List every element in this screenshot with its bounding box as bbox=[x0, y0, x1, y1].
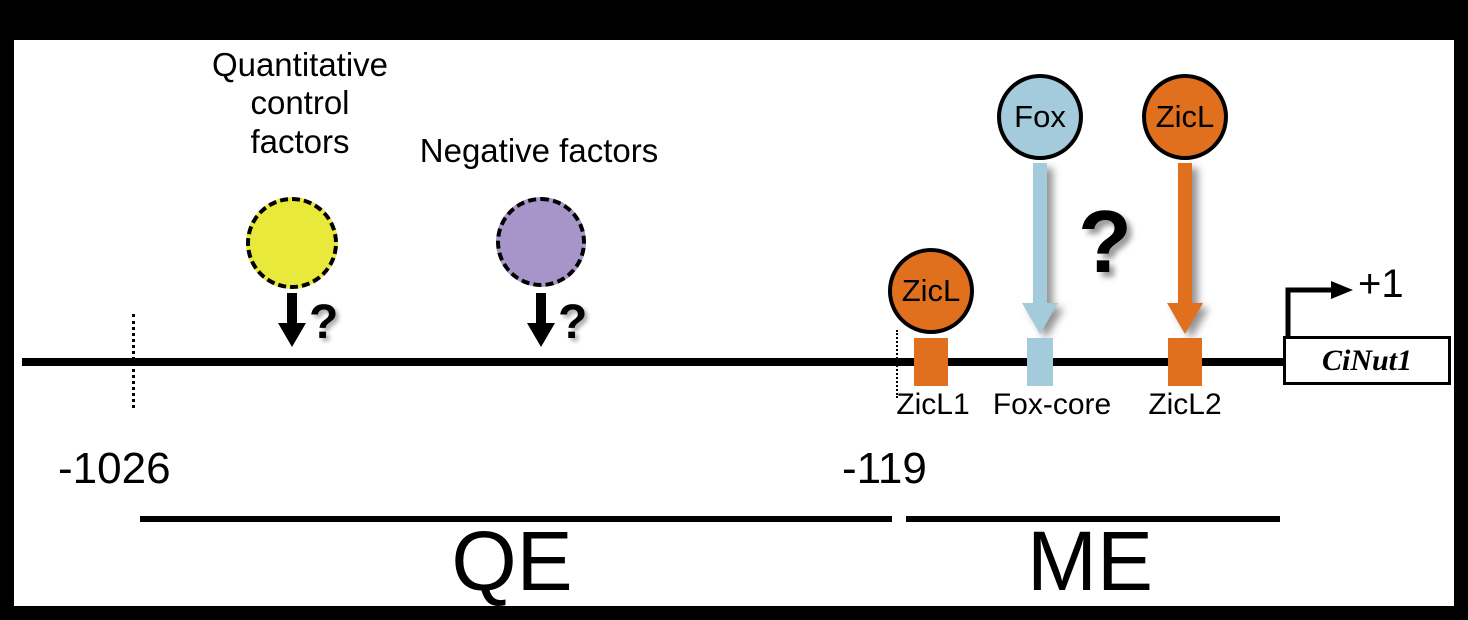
qe-region-label: QE bbox=[451, 514, 573, 608]
zicl-circle-lower-label: ZicL bbox=[901, 273, 961, 308]
zicl-circle-lower: ZicL bbox=[888, 248, 974, 334]
negative-question-mark: ? bbox=[558, 296, 588, 349]
coordinate-minus-1026: -1026 bbox=[58, 444, 171, 493]
fox-circle: Fox bbox=[997, 74, 1083, 160]
quantitative-factors-label-line1: Quantitative bbox=[211, 46, 389, 83]
quantitative-down-arrow-icon bbox=[278, 293, 306, 347]
coordinate-minus-119: -119 bbox=[842, 444, 927, 493]
zicl1-site-box bbox=[914, 338, 948, 386]
tss-plus1-label: +1 bbox=[1358, 262, 1404, 306]
me-region-label: ME bbox=[1027, 514, 1153, 608]
negative-factor-circle bbox=[496, 197, 586, 287]
quantitative-factors-label-line2: control bbox=[250, 84, 350, 122]
zicl-binding-arrow-icon bbox=[1167, 163, 1203, 334]
zicl-circle-upper: ZicL bbox=[1142, 74, 1228, 160]
zicl2-site-label: ZicL2 bbox=[1148, 388, 1222, 421]
transcription-start-arrow-icon bbox=[1285, 281, 1353, 342]
fox-binding-arrow-icon bbox=[1022, 163, 1058, 334]
fox-core-site-box bbox=[1027, 338, 1053, 386]
zicl1-site-label: ZicL1 bbox=[896, 388, 970, 421]
negative-factors-label: Negative factors bbox=[419, 132, 659, 169]
qe-region-line bbox=[140, 516, 892, 522]
quantitative-factors-label: Quantitative control factors bbox=[175, 46, 425, 161]
negative-down-arrow-icon bbox=[527, 293, 555, 347]
gene-box: CiNut1 bbox=[1283, 336, 1451, 385]
quantitative-factor-circle bbox=[246, 197, 338, 289]
promoter-line bbox=[22, 358, 1284, 366]
me-region-line bbox=[906, 516, 1280, 522]
zicl2-site-box bbox=[1168, 338, 1202, 386]
quantitative-factors-label-line3: factors bbox=[250, 122, 350, 160]
proximal-question-mark: ? bbox=[1078, 192, 1132, 291]
zicl-circle-upper-label: ZicL bbox=[1155, 99, 1215, 134]
quantitative-question-mark: ? bbox=[309, 296, 339, 349]
gene-name-label: CiNut1 bbox=[1321, 343, 1413, 377]
fox-circle-label: Fox bbox=[1014, 99, 1066, 134]
fox-core-site-label: Fox-core bbox=[992, 388, 1112, 421]
